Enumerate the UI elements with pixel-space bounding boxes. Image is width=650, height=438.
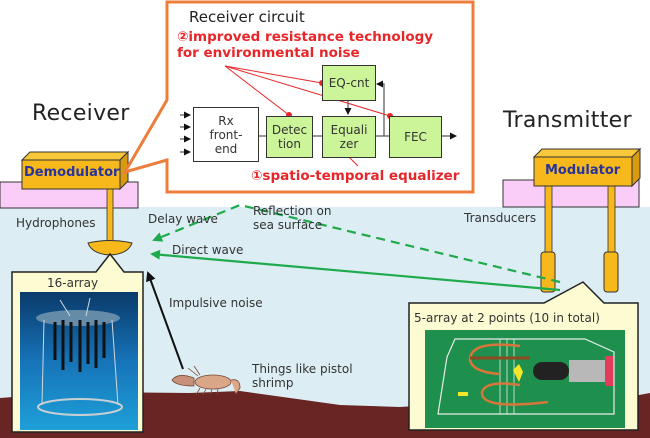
- impulsive-noise-label: Impulsive noise: [169, 296, 263, 310]
- array16-photo: [20, 292, 138, 430]
- array5-photo: [425, 330, 625, 428]
- hydrophone-bowl: [87, 240, 133, 256]
- transmitter-title: Transmitter: [503, 108, 632, 133]
- fec-block: FEC: [389, 116, 442, 158]
- rx-frontend-block: Rx front- end: [193, 107, 259, 162]
- reflection-label: Reflection on sea surface: [253, 204, 332, 232]
- detection-block: Detec tion: [266, 116, 313, 158]
- equalizer-block: Equali zer: [322, 116, 376, 158]
- direct-wave-label: Direct wave: [172, 243, 244, 257]
- modulator-label: Modulator: [545, 163, 621, 178]
- hydrophones-label: Hydrophones: [16, 216, 96, 230]
- receiver-circuit-title: Receiver circuit: [189, 8, 305, 26]
- array16-caption: 16-array: [47, 276, 99, 290]
- circuit-wires: [180, 80, 457, 156]
- delay-wave-arrow: [152, 203, 561, 284]
- eq-cnt-block: EQ-cnt: [322, 65, 376, 101]
- receiver-title: Receiver: [32, 101, 130, 126]
- demodulator-box: [20, 150, 130, 191]
- pistol-shrimp-icon: [171, 365, 241, 396]
- note-2-line1: ②improved resistance technology: [177, 29, 434, 45]
- impulsive-noise-arrow: [146, 271, 184, 370]
- pistol-shrimp-label: Things like pistol shrimp: [252, 362, 353, 390]
- transducer-head-1: [540, 251, 556, 293]
- demodulator-label: Demodulator: [24, 165, 120, 180]
- array5-caption: 5-array at 2 points (10 in total): [414, 311, 600, 325]
- hydrophone-pole: [106, 185, 114, 245]
- delay-wave-label: Delay wave: [148, 212, 218, 226]
- modulator-box: [532, 147, 642, 188]
- transducer-head-2: [603, 251, 619, 293]
- transducer-leg-1: [544, 181, 553, 255]
- note-2-line2: for environmental noise: [177, 45, 360, 61]
- transducers-label: Transducers: [464, 211, 537, 225]
- direct-wave-arrow: [150, 249, 561, 292]
- note-1: ①spatio-temporal equalizer: [251, 168, 460, 184]
- transducer-leg-2: [607, 181, 616, 255]
